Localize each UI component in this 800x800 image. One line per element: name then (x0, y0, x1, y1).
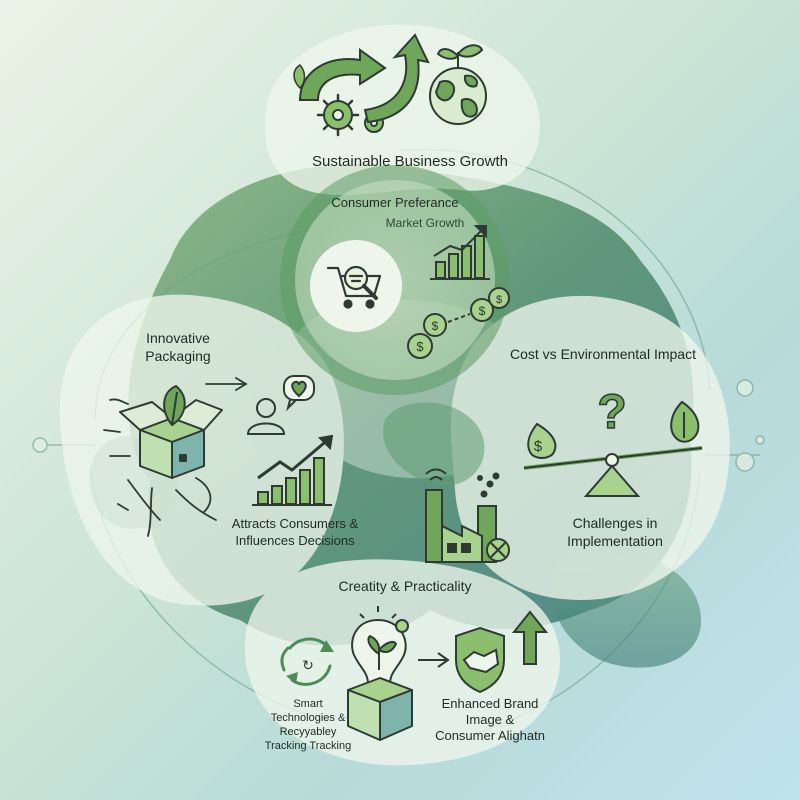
smart-tech-label-line1: Smart (293, 698, 323, 710)
shield-handshake-icon (455, 626, 505, 694)
attracts-consumers-label-line1: Attracts Consumers & (231, 516, 359, 531)
growth-arrow-icon (293, 33, 430, 124)
person-heart-icon (246, 375, 315, 435)
consumer-preference-label: Consumer Preferance (331, 195, 459, 210)
right-arrow-icon (418, 652, 450, 668)
recycle-arrows-icon: ↻ (280, 637, 334, 686)
svg-text:$: $ (534, 438, 543, 455)
gears-icon (316, 93, 384, 137)
innovative-packaging-label-line1: Innovative (146, 330, 210, 346)
creativity-practicality-label: Creatity & Practicality (338, 578, 472, 594)
svg-text:$: $ (416, 339, 424, 354)
bar-chart-up-icon (430, 225, 490, 280)
up-arrow-icon (511, 610, 549, 665)
smart-tech-label-line2: Technologies & (270, 712, 346, 724)
factory-icon (425, 468, 510, 563)
center-oval (383, 402, 485, 486)
innovative-packaging-label-line2: Packaging (145, 348, 211, 364)
enhanced-brand-label-line2: Image & (465, 712, 515, 727)
shopping-cart-search-icon (326, 265, 382, 309)
svg-text:$: $ (479, 304, 486, 318)
attracts-consumers-label-line2: Influences Decisions (235, 533, 355, 548)
svg-text:?: ? (597, 386, 626, 439)
smart-tech-label-line3: Recyyabley (279, 726, 337, 738)
svg-text:$: $ (496, 294, 502, 306)
market-growth-label: Market Growth (385, 216, 465, 230)
challenges-label-line2: Implementation (567, 533, 663, 549)
balance-scale-icon: $ (523, 400, 703, 497)
challenges-label-line1: Challenges in (572, 515, 658, 531)
enhanced-brand-label-line1: Enhanced Brand (441, 696, 539, 711)
line-chart-up-icon (252, 434, 334, 506)
open-box-leaf-icon (119, 385, 223, 479)
svg-text:↻: ↻ (302, 657, 314, 673)
coins-icon: $ $ $ $ (407, 287, 510, 359)
motion-lines (103, 377, 248, 537)
sustainable-growth-label: Sustainable Business Growth (312, 153, 508, 170)
enhanced-brand-label-line3: Consumer Alighatn (435, 728, 545, 743)
smart-tech-label-line4: Tracking Tracking (264, 740, 352, 752)
lightbulb-sprout-icon (347, 606, 413, 741)
question-mark-icon: ? (597, 385, 628, 440)
svg-text:$: $ (432, 319, 439, 333)
globe-sprout-icon (429, 44, 487, 125)
cost-vs-impact-label: Cost vs Environmental Impact (510, 346, 696, 362)
